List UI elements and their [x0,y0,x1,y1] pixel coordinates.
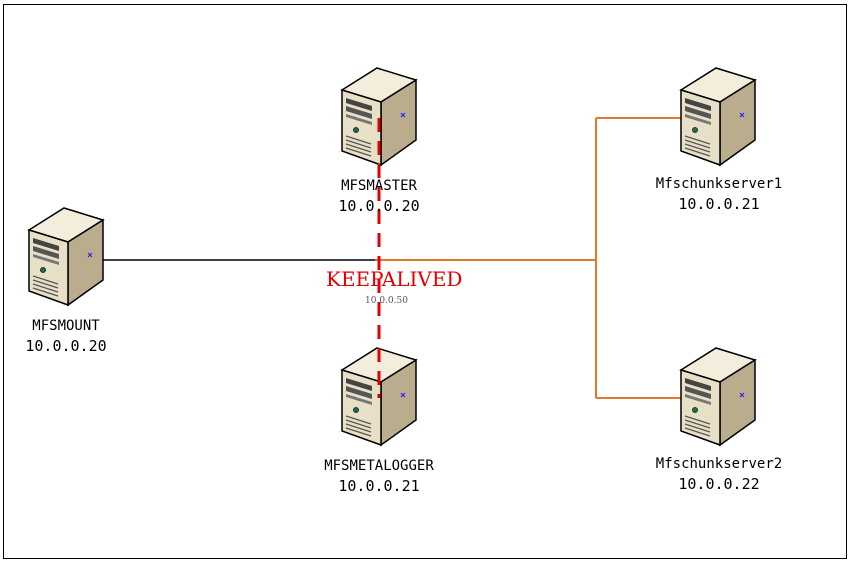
mfsmaster-name: MFSMASTER [341,178,417,194]
mfsmaster-ip: 10.0.0.20 [338,197,420,215]
server-icon [680,67,756,166]
chunk1-ip: 10.0.0.21 [678,195,760,213]
chunk2-ip: 10.0.0.22 [678,475,760,493]
server-icon [28,207,104,306]
mfsmount-ip: 10.0.0.20 [25,337,107,355]
mfsmetalogger-name: MFSMETALOGGER [324,458,434,474]
chunk1-name: Mfschunkserver1 [655,176,783,192]
server-mfsmount [28,207,104,306]
keepalived-vip: 10.0.0.50 [365,296,408,306]
links [67,117,718,399]
server-chunk1 [680,67,756,166]
mfsmetalogger-ip: 10.0.0.21 [338,477,420,495]
server-chunk2 [680,347,756,446]
mfsmount-name: MFSMOUNT [32,318,100,334]
server-icon [680,347,756,446]
keepalived-label: KEEPALIVED [326,267,463,291]
chunk2-name: Mfschunkserver2 [655,456,783,472]
